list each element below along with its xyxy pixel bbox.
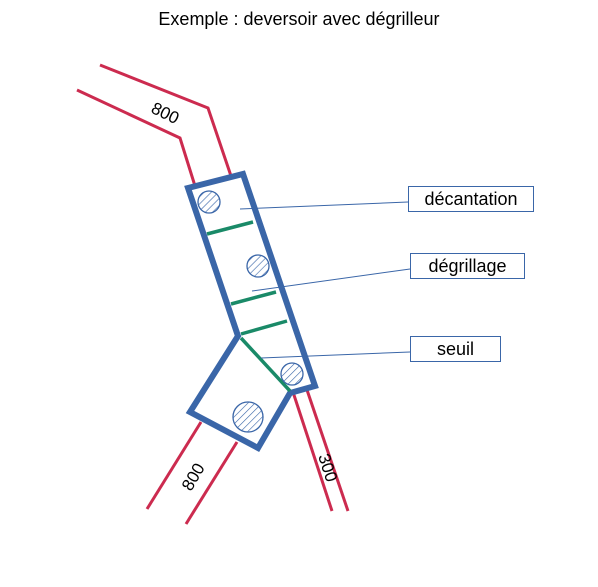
overflow-pipe-wall-left [145,421,203,510]
inlet-pipe [76,63,233,187]
screens [206,220,292,393]
label-degrillage: dégrillage [410,253,525,279]
water-marker-seuil [280,362,304,386]
leader-decantation [239,201,409,210]
main-pipe-diameter: 300 [314,451,341,484]
water-marker-degrillage [246,254,270,278]
chamber-outline [184,170,319,452]
inlet-pipe-wall-right [99,63,233,177]
main-outlet-pipe [291,386,350,512]
overflow-pipe-wall-right [184,441,239,525]
inlet-pipe-diameter: 800 [148,99,182,129]
screen-upper [206,220,254,236]
leader-lines [239,201,411,359]
diagram-title: Exemple : deversoir avec dégrilleur [158,9,440,29]
overflow-outlet-pipe [145,421,239,525]
water-marker-overflow [232,401,264,433]
inlet-pipe-wall-left [76,88,197,187]
main-pipe-wall-left [291,391,334,512]
leader-degrillage [251,268,411,292]
water-marker-decantation [197,190,221,214]
screen-lower [240,319,288,336]
screen-middle [230,290,277,306]
label-decantation: décantation [408,186,534,212]
label-seuil: seuil [410,336,501,362]
water-markers [197,190,304,433]
overflow-pipe-diameter: 800 [178,460,209,494]
leader-seuil [260,351,411,359]
main-pipe-wall-right [304,386,350,512]
weir [239,336,292,393]
